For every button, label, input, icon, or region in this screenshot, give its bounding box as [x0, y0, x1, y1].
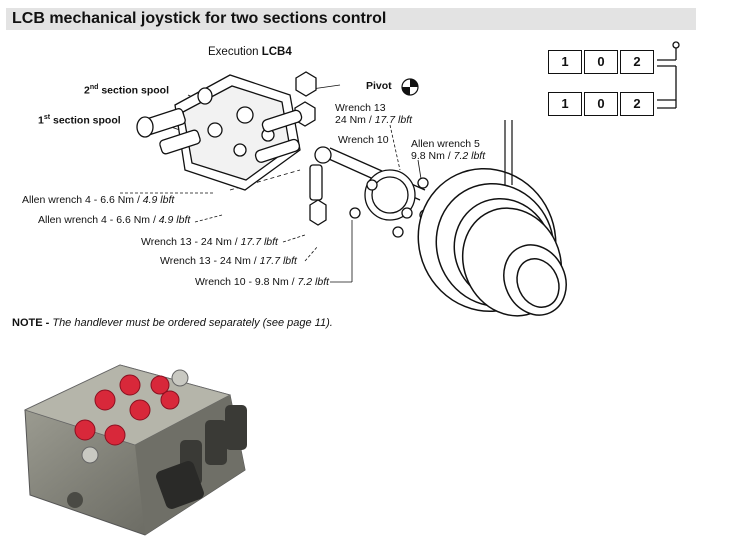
note-text: NOTE - The handlever must be ordered sep… [12, 317, 333, 329]
title-bar [6, 8, 696, 30]
valve-photo [23, 364, 247, 536]
schematic-row2-cell3: 2 [620, 92, 654, 116]
execution-label: Execution LCB4 [208, 46, 292, 58]
wrench10-bottom-label: Wrench 10 - 9.8 Nm / 7.2 lbft [195, 276, 330, 288]
schematic-row2-cell2: 0 [584, 92, 618, 116]
schematic-row1-cell2: 0 [584, 50, 618, 74]
wrench13-top-label: Wrench 13 24 Nm / 17.7 lbft [335, 102, 413, 126]
first-section-spool-label: 1st section spool [38, 114, 121, 127]
allen4-label-1: Allen wrench 4 - 6.6 Nm / 4.9 lbft [22, 194, 175, 206]
wrench13-bottom-label-2: Wrench 13 - 24 Nm / 17.7 lbft [160, 255, 297, 267]
page-title: LCB mechanical joystick for two sections… [12, 10, 387, 27]
pivot-label: Pivot [366, 80, 392, 92]
schematic-row1-cell3: 2 [620, 50, 654, 74]
second-section-spool-label: 2nd section spool [84, 84, 169, 97]
schematic-row2-cell1: 1 [548, 92, 582, 116]
pivot-icon [401, 78, 419, 96]
schematic-row1-cell1: 1 [548, 50, 582, 74]
wrench10-top-label: Wrench 10 [338, 134, 389, 146]
allen5-label: Allen wrench 5 9.8 Nm / 7.2 lbft [411, 138, 486, 162]
wrench13-bottom-label-1: Wrench 13 - 24 Nm / 17.7 lbft [141, 236, 278, 248]
allen4-label-2: Allen wrench 4 - 6.6 Nm / 4.9 lbft [38, 214, 191, 226]
